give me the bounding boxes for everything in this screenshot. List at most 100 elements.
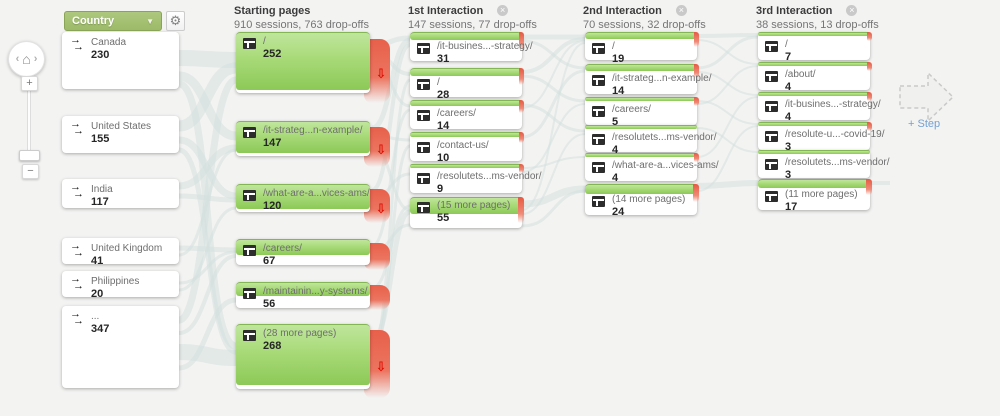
page-icon [592, 162, 605, 173]
flow-ribbon[interactable] [521, 185, 586, 208]
zoom-slider-handle[interactable] [19, 150, 40, 161]
page-node[interactable]: / 7 [758, 32, 872, 63]
flow-ribbon[interactable] [696, 33, 759, 38]
dimension-dropdown[interactable]: Country ▼ [64, 11, 162, 31]
dropoff-arrow-icon: ⇩ [375, 359, 387, 374]
dimension-node-other[interactable]: →→ ... 347 [62, 306, 179, 388]
node-label: /careers/ [612, 104, 651, 115]
add-step-button[interactable]: + Step [908, 118, 941, 130]
flow-ribbon[interactable] [696, 65, 759, 105]
traffic-arrows-icon: →→ [70, 308, 84, 327]
column-header-3rd-interaction: 3rd Interaction× 38 sessions, 13 drop-of… [756, 5, 879, 31]
flow-ribbon[interactable] [696, 100, 759, 125]
close-step-icon[interactable]: × [675, 5, 687, 16]
flow-ribbon[interactable] [371, 37, 411, 131]
page-node[interactable]: /contact-us/ 10 [410, 132, 524, 164]
close-step-icon[interactable]: × [497, 5, 509, 16]
gear-icon: ⚙ [169, 13, 182, 28]
page-icon [417, 43, 430, 54]
page-node[interactable]: /about/ 4 [758, 62, 872, 93]
page-node[interactable]: /what-are-a...vices-ams/ 4 [585, 153, 719, 184]
zoom-in-button[interactable]: + [21, 76, 38, 91]
page-node[interactable]: /resolutets...ms-vendor/ 3 [758, 150, 889, 181]
flow-ribbon[interactable] [178, 344, 237, 366]
traffic-arrows-icon: →→ [70, 118, 84, 137]
node-value: 5 [612, 116, 619, 128]
node-label: United States [91, 121, 152, 132]
dimension-node-united-states[interactable]: →→ United States 155 [62, 116, 179, 153]
zoom-slider-track[interactable] [27, 90, 31, 154]
flow-ribbon[interactable] [521, 103, 586, 173]
node-value: 41 [91, 255, 104, 267]
nav-next-icon[interactable]: › [33, 53, 38, 65]
flow-ribbon[interactable] [521, 42, 586, 211]
node-label: / [437, 77, 440, 88]
flow-ribbon[interactable] [521, 74, 586, 103]
zoom-out-button[interactable]: − [22, 164, 39, 179]
traffic-arrows-icon: →→ [70, 34, 84, 53]
page-node[interactable]: /it-busines...-strategy/ 4 [758, 92, 881, 123]
flow-ribbon[interactable] [521, 37, 586, 74]
flow-ribbon[interactable] [696, 96, 759, 158]
dimension-node-india[interactable]: →→ India 117 [62, 179, 179, 208]
node-value: 9 [437, 183, 444, 195]
node-value: 14 [437, 120, 450, 132]
node-label: India [91, 184, 113, 195]
flow-ribbon[interactable] [521, 69, 586, 139]
dimension-node-philippines[interactable]: →→ Philippines 20 [62, 271, 179, 300]
page-node[interactable]: /resolutets...ms-vendor/ 9 [410, 164, 541, 195]
node-value: 14 [612, 85, 625, 97]
node-label: / [263, 36, 266, 47]
page-node[interactable]: /resolute-u...-covid-19/ 3 [758, 122, 885, 153]
page-node[interactable]: (11 more pages) 17 [758, 179, 872, 213]
page-node[interactable]: /careers/ 14 [410, 100, 524, 132]
page-node[interactable]: /careers/ 67 [236, 239, 370, 267]
node-value: 4 [785, 81, 792, 93]
page-node[interactable]: (15 more pages) 55 [410, 197, 524, 228]
node-label: /contact-us/ [437, 140, 489, 151]
flow-ribbon[interactable] [696, 35, 759, 70]
flow-ribbon[interactable] [178, 254, 237, 335]
flow-ribbon[interactable] [371, 108, 411, 248]
page-node[interactable]: (28 more pages) 268 [236, 324, 370, 389]
node-value: 67 [263, 255, 276, 267]
page-node[interactable]: /it-strateg...n-example/ 14 [585, 64, 711, 97]
flow-ribbon[interactable] [178, 297, 237, 371]
flow-ribbon[interactable] [371, 43, 411, 192]
flow-ribbon[interactable] [696, 125, 759, 192]
home-icon[interactable]: ⌂ [22, 51, 31, 67]
column-subtitle: 910 sessions, 763 drop-offs [234, 19, 369, 31]
flow-ribbon[interactable] [521, 133, 586, 215]
flow-home-nav[interactable]: ‹ ⌂ › [8, 41, 45, 77]
flow-ribbon[interactable] [178, 250, 237, 285]
flow-ribbon[interactable] [177, 80, 238, 350]
flow-ribbon[interactable] [178, 50, 237, 68]
page-node[interactable]: /it-busines...-strategy/ 31 [410, 32, 533, 65]
flow-ribbon[interactable] [521, 40, 586, 109]
page-node[interactable]: / 252 [236, 32, 370, 93]
page-icon [417, 202, 430, 213]
page-node[interactable]: /careers/ 5 [585, 97, 699, 128]
page-node[interactable]: /it-strateg...n-example/ 147 [236, 121, 370, 156]
page-node[interactable]: / 19 [585, 32, 699, 65]
node-value: 20 [91, 288, 104, 300]
page-node[interactable]: (14 more pages) 24 [585, 184, 699, 218]
dimension-node-canada[interactable]: →→ Canada 230 [62, 32, 179, 89]
page-node[interactable]: / 28 [410, 68, 524, 101]
flow-ribbon[interactable] [521, 189, 586, 228]
page-icon [592, 106, 605, 117]
node-label: / [785, 39, 788, 50]
nav-prev-icon[interactable]: ‹ [15, 53, 20, 65]
flow-ribbon[interactable] [696, 127, 759, 153]
page-node[interactable]: /what-are-a...vices-ams/ 120 [236, 184, 370, 212]
dimension-node-united-kingdom[interactable]: →→ United Kingdom 41 [62, 238, 179, 267]
flow-ribbon[interactable] [178, 62, 237, 132]
page-node[interactable]: /maintainin...y-systems/ 56 [236, 282, 370, 310]
flow-ribbon[interactable] [178, 144, 237, 190]
close-step-icon[interactable]: × [846, 5, 858, 16]
node-label: /it-strateg...n-example/ [612, 73, 712, 84]
page-node[interactable]: /resolutets...ms-vendor/ 4 [585, 125, 716, 156]
flow-ribbon[interactable] [521, 156, 586, 169]
flow-ribbon[interactable] [696, 180, 759, 189]
flow-settings-button[interactable]: ⚙ [166, 11, 185, 31]
